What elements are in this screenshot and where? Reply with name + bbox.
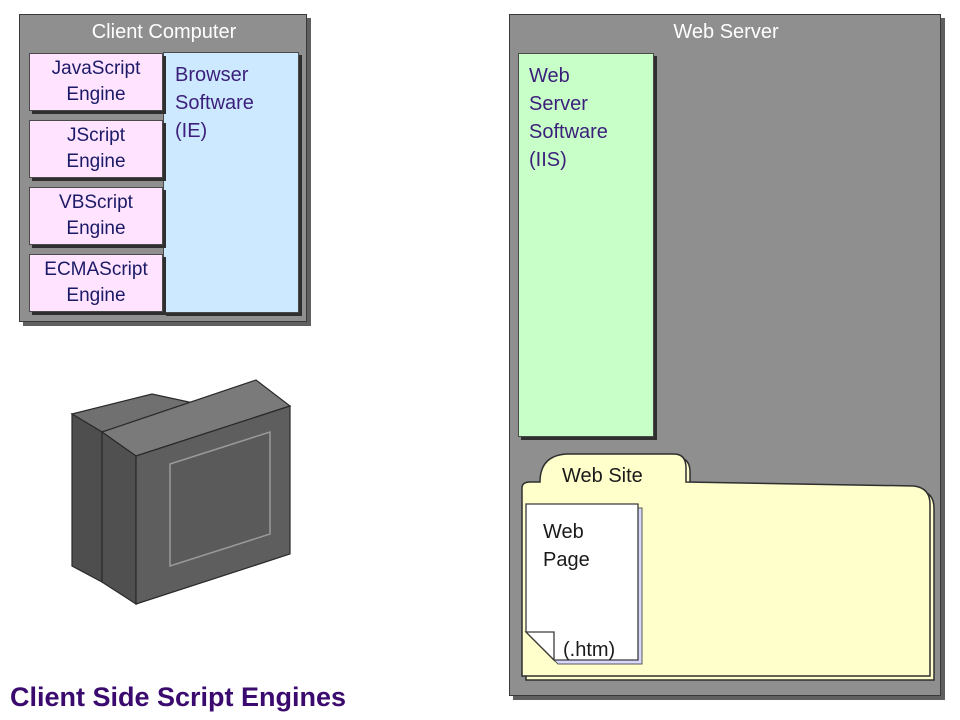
iis-label-line4: (IIS) [529,149,567,171]
vbscript-engine-box: VBScript Engine [29,187,163,245]
web-site-label: Web Site [562,465,643,487]
iis-label-line1: Web [529,65,570,87]
web-page-label: Web Page [543,518,590,574]
iis-label-line3: Software [529,121,608,143]
web-page-label-line2: Page [543,549,590,571]
engine-label-line1: ECMAScript [44,259,148,281]
engine-label-line1: VBScript [59,192,133,214]
engine-label-line2: Engine [66,285,126,306]
ecmascript-engine-box: ECMAScript Engine [29,254,163,312]
iis-label-line2: Server [529,93,588,115]
web-server-software-box: Web Server Software (IIS) [518,53,654,437]
browser-label-line1: Browser [175,64,249,86]
engine-label-line1: JavaScript [51,58,141,80]
jscript-engine-box: JScript Engine [29,120,163,178]
javascript-engine-box: JavaScript Engine [29,53,163,111]
client-computer-title: Client Computer [91,21,237,43]
engine-label-line2: Engine [66,151,126,172]
monitor-icon [70,379,292,606]
web-server-title: Web Server [673,21,779,43]
web-page-extension: (.htm) [563,639,616,661]
diagram-caption: Client Side Script Engines [10,682,347,712]
engine-label-line2: Engine [66,218,126,239]
browser-label-line3: (IE) [175,120,208,142]
web-page-document-icon [524,503,643,665]
engine-label-line2: Engine [66,84,126,105]
browser-label-line2: Software [175,92,254,114]
browser-software-box: Browser Software (IE) [163,52,299,313]
web-page-label-line1: Web [543,521,584,543]
engine-label-line1: JScript [66,125,126,147]
